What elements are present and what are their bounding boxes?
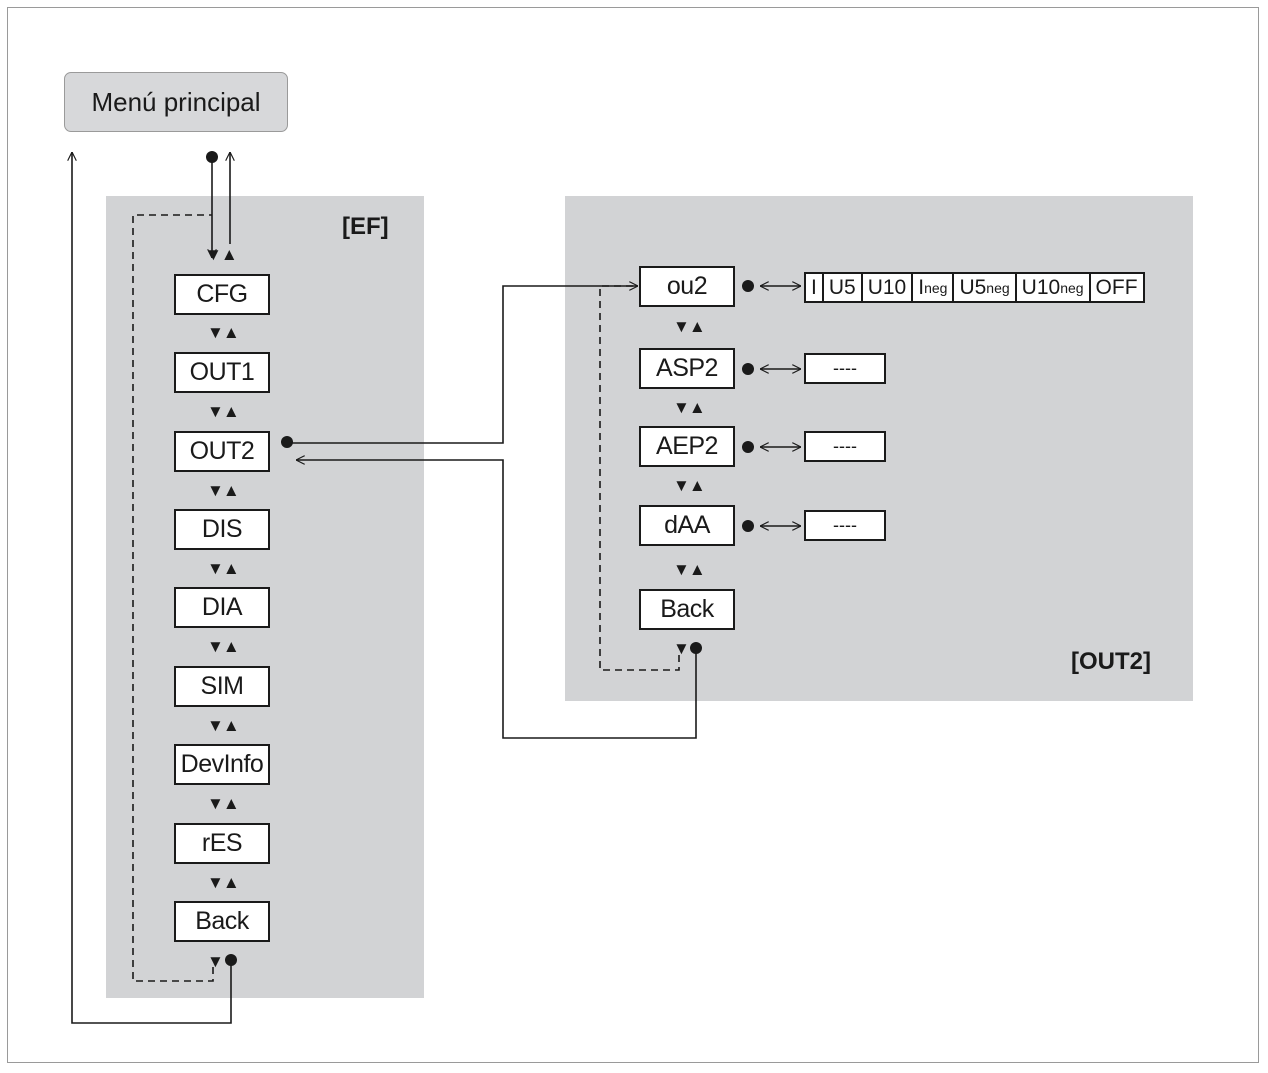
ef-item-out2: OUT2 — [174, 431, 270, 472]
asp2-dot — [742, 363, 754, 375]
out2-item-daa: dAA — [639, 505, 735, 546]
out2-back-down-arrow: ▼ — [673, 639, 690, 658]
nav-arrows: ▼▲ — [207, 481, 240, 500]
ef-item-dia: DIA — [174, 587, 270, 628]
daa-value-box: ---- — [804, 510, 886, 541]
ou2-option-text: U10 — [867, 275, 907, 299]
ou2-option-text: U5 — [959, 275, 987, 299]
ou2-option-1: U5 — [824, 274, 863, 301]
ou2-option-6: OFF — [1091, 274, 1143, 301]
nav-arrows: ▼▲ — [207, 873, 240, 892]
ou2-option-text: I — [811, 275, 817, 299]
ef-item-dis: DIS — [174, 509, 270, 550]
nav-arrows: ▼▲ — [207, 559, 240, 578]
ef-top-nav-arrows: ▼▲ — [205, 245, 238, 264]
out2-item-asp2: ASP2 — [639, 348, 735, 389]
ef-back-dot — [225, 954, 237, 966]
out2-back-dot — [690, 642, 702, 654]
out2-item-back: Back — [639, 589, 735, 630]
asp2-value-box: ---- — [804, 353, 886, 384]
ou2-option-2: U10 — [863, 274, 914, 301]
ef-item-out1: OUT1 — [174, 352, 270, 393]
out2-back-line — [296, 460, 697, 739]
daa-dot — [742, 520, 754, 532]
ef-item-sim: SIM — [174, 666, 270, 707]
out2-item-aep2: AEP2 — [639, 426, 735, 467]
out2-item-ou2: ou2 — [639, 266, 735, 307]
ef-item-devinfo: DevInfo — [174, 744, 270, 785]
out2-panel-label: [OUT2] — [1071, 648, 1151, 675]
nav-arrows: ▼▲ — [673, 560, 706, 579]
nav-arrows: ▼▲ — [673, 317, 706, 336]
outer-frame — [7, 7, 1259, 1063]
ou2-dot — [742, 280, 754, 292]
ef-item-back: Back — [174, 901, 270, 942]
out2-to-ou2-line — [290, 286, 638, 444]
nav-arrows: ▼▲ — [673, 476, 706, 495]
ou2-option-text: OFF — [1095, 275, 1138, 299]
nav-arrows: ▼▲ — [207, 402, 240, 421]
menu-entry-dot — [206, 151, 218, 163]
out2-dot — [281, 436, 293, 448]
ef-panel-label: [EF] — [342, 213, 389, 240]
ou2-option-text: U10 — [1021, 275, 1061, 299]
ef-back-to-menu-line — [72, 152, 232, 1024]
ou2-option-text: U5 — [828, 275, 856, 299]
nav-arrows: ▼▲ — [673, 398, 706, 417]
ou2-option-text: I — [918, 275, 925, 299]
aep2-value-box: ---- — [804, 431, 886, 462]
ef-item-cfg: CFG — [174, 274, 270, 315]
nav-arrows: ▼▲ — [207, 794, 240, 813]
ef-back-down-arrow: ▼ — [207, 952, 224, 971]
nav-arrows: ▼▲ — [207, 716, 240, 735]
main-menu-button: Menú principal — [64, 72, 288, 132]
nav-arrows: ▼▲ — [207, 637, 240, 656]
aep2-dot — [742, 441, 754, 453]
ou2-option-0: I — [806, 274, 824, 301]
ef-item-res: rES — [174, 823, 270, 864]
nav-arrows: ▼▲ — [207, 323, 240, 342]
